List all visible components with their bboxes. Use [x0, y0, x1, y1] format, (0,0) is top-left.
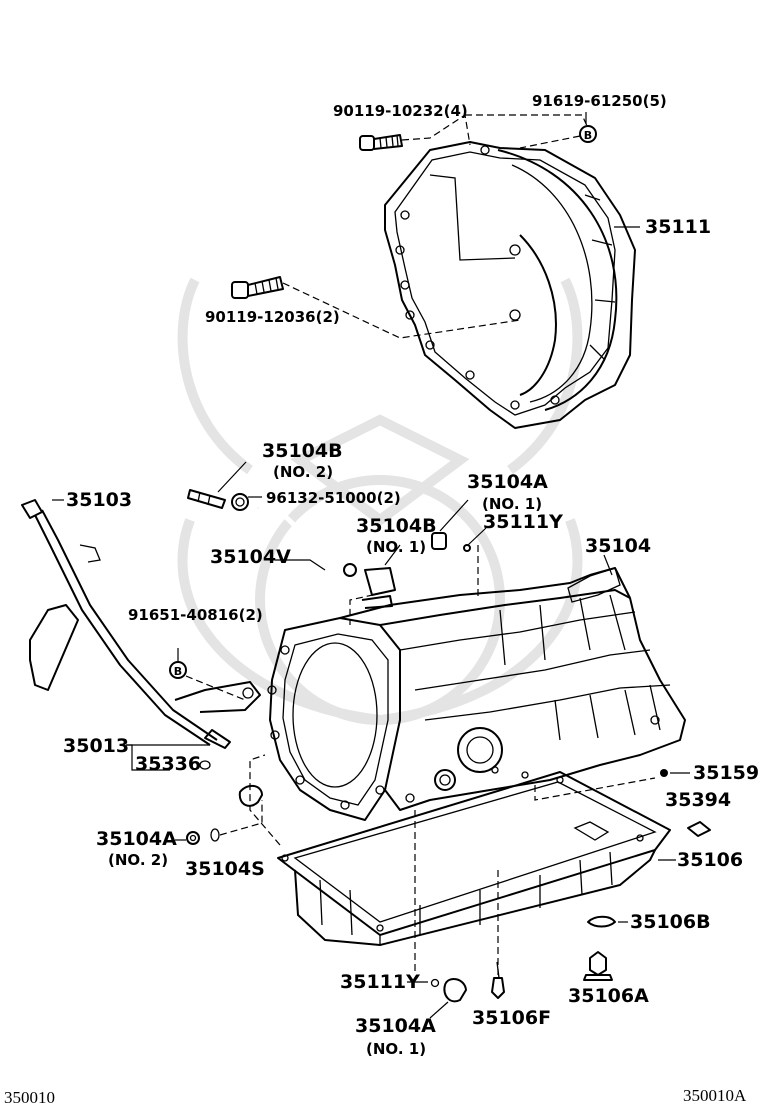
- svg-text:B: B: [174, 665, 182, 678]
- footer-left-code: 350010: [4, 1088, 55, 1107]
- label-35104s: 35104S: [185, 858, 265, 880]
- bolt-icon-90119-12036: [231, 276, 521, 339]
- labels: 90119-10232(4) 91619-61250(5) 35111 9011…: [4, 92, 759, 1107]
- bolt-icon-90119-10232: [359, 113, 589, 151]
- marker-b-top: B: [519, 112, 597, 149]
- footer-right-code: 350010A: [683, 1086, 747, 1105]
- label-35103: 35103: [66, 489, 132, 511]
- label-no2-b: (NO. 2): [108, 851, 168, 869]
- transmission-housing: [384, 141, 636, 429]
- label-35104b-no2: 35104B: [262, 440, 343, 462]
- label-35104a-no2: 35104A: [96, 828, 177, 850]
- breather-assembly: [187, 461, 487, 609]
- small-parts-left: [175, 784, 263, 845]
- label-35159: 35159: [693, 762, 759, 784]
- label-35106f: 35106F: [472, 1007, 551, 1029]
- label-35106b: 35106B: [630, 911, 711, 933]
- label-91651-40816: 91651-40816(2): [128, 606, 263, 624]
- alignment-line-left: [249, 754, 281, 846]
- label-90119-10232: 90119-10232(4): [333, 102, 468, 120]
- svg-text:B: B: [584, 129, 592, 142]
- oil-pan: [277, 771, 671, 946]
- label-91619-61250: 91619-61250(5): [532, 92, 667, 110]
- label-35111y-top: 35111Y: [483, 511, 563, 533]
- drain-plug-assembly: [407, 961, 505, 1019]
- small-parts-right: [583, 769, 711, 981]
- label-90119-12036: 90119-12036(2): [205, 308, 340, 326]
- label-35111y-bottom: 35111Y: [340, 971, 420, 993]
- label-35336: 35336: [135, 753, 201, 775]
- label-no1-a: (NO. 1): [482, 495, 542, 513]
- label-35013: 35013: [63, 735, 129, 757]
- alignment-line-pan: [534, 777, 656, 801]
- label-no2-a: (NO. 2): [273, 463, 333, 481]
- label-35104: 35104: [585, 535, 651, 557]
- label-35106a: 35106A: [568, 985, 649, 1007]
- label-35104a-no1-bottom: 35104A: [355, 1015, 436, 1037]
- label-35104b-no1: 35104B: [356, 515, 437, 537]
- label-35394: 35394: [665, 789, 731, 811]
- leader-lines: [52, 226, 690, 861]
- label-96132-51000: 96132-51000(2): [266, 489, 401, 507]
- marker-b-mid: B: [169, 648, 187, 679]
- label-no1-b: (NO. 1): [366, 538, 426, 556]
- transmission-case: [267, 567, 686, 821]
- dipstick-tube: [21, 499, 261, 770]
- label-no1-c: (NO. 1): [366, 1040, 426, 1058]
- label-35104a-no1-top: 35104A: [467, 471, 548, 493]
- label-35104v: 35104V: [210, 546, 291, 568]
- label-35111: 35111: [645, 216, 711, 238]
- label-35106: 35106: [677, 849, 743, 871]
